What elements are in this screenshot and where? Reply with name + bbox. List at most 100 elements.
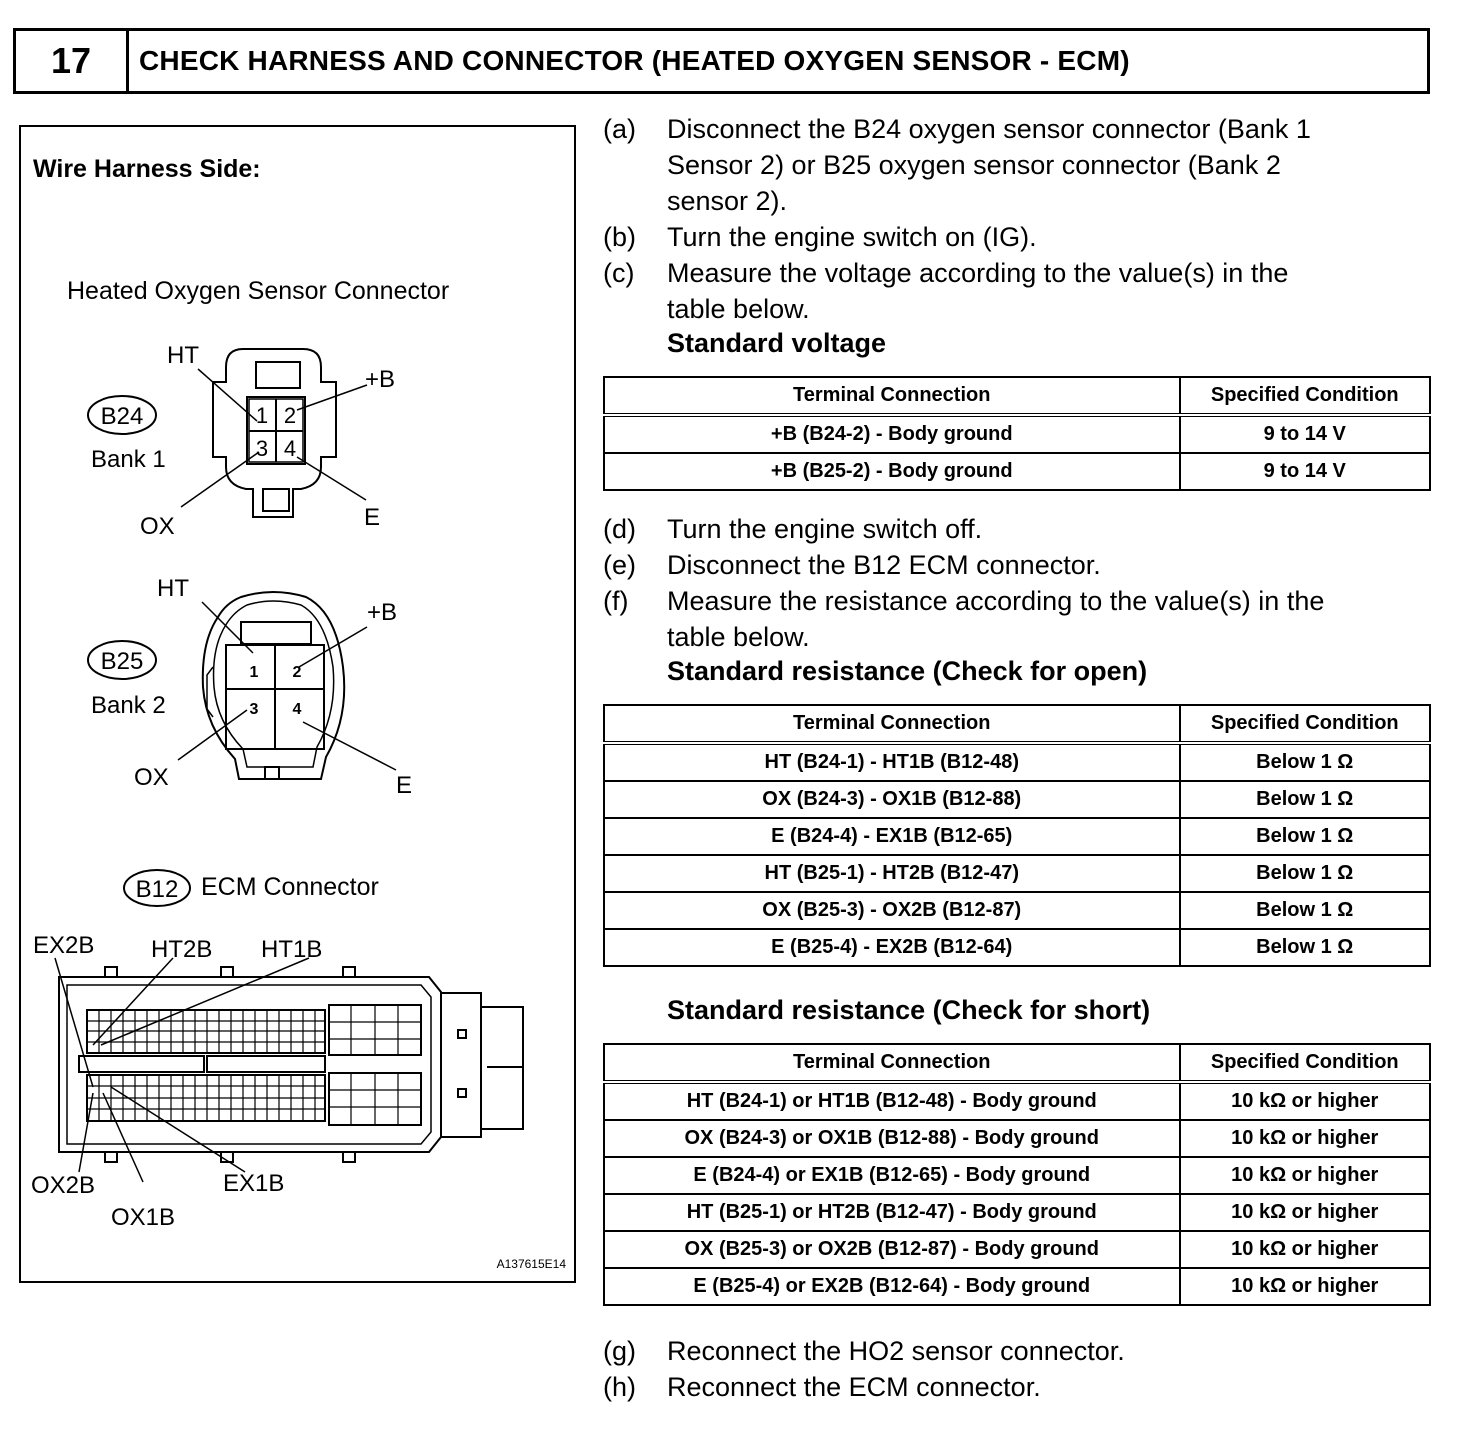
terminal-cell: OX (B24-3) or OX1B (B12-88) - Body groun… — [603, 1119, 1181, 1158]
condition-cell: 9 to 14 V — [1178, 452, 1431, 491]
table-row: HT (B25-1) or HT2B (B12-47) - Body groun… — [603, 1193, 1431, 1232]
table-row: E (B24-4) or EX1B (B12-65) - Body ground… — [603, 1156, 1431, 1195]
b24-e-leader — [296, 456, 367, 501]
wire-harness-heading: Wire Harness Side: — [33, 155, 261, 183]
terminal-cell: OX (B25-3) - OX2B (B12-87) — [603, 891, 1181, 930]
table-row: E (B25-4) - EX2B (B12-64)Below 1 Ω — [603, 928, 1431, 967]
table-row: +B (B24-2) - Body ground 9 to 14 V — [603, 414, 1431, 454]
step-title: CHECK HARNESS AND CONNECTOR (HEATED OXYG… — [139, 45, 1130, 76]
step-d-text: Turn the engine switch off. — [667, 514, 983, 544]
step-b-letter: (b) — [603, 222, 636, 252]
condition-cell: 10 kΩ or higher — [1178, 1119, 1431, 1158]
b25-pin-2: 2 — [293, 664, 302, 681]
ht2b-label: HT2B — [151, 936, 212, 963]
b25-pin-1: 1 — [250, 664, 259, 681]
b24-plusb-label: +B — [365, 366, 395, 393]
step-a-line-3: sensor 2). — [667, 186, 788, 216]
step-b-text: Turn the engine switch on (IG). — [667, 222, 1037, 252]
ox1b-leader — [102, 1092, 144, 1183]
b24-plusb-leader — [296, 384, 368, 411]
b25-ox-leader — [177, 709, 248, 761]
b25-ht-label: HT — [157, 575, 189, 602]
ox2b-leader — [78, 1092, 94, 1173]
sensor-connector-title: Heated Oxygen Sensor Connector — [67, 277, 449, 305]
b24-ht-leader — [197, 368, 258, 422]
b25-bank: Bank 2 — [91, 692, 166, 719]
step-g-letter: (g) — [603, 1336, 636, 1366]
connector-diagram: Wire Harness Side: Heated Oxygen Sensor … — [31, 155, 567, 1271]
b25-code: B25 — [101, 648, 144, 675]
terminal-cell: HT (B25-1) - HT2B (B12-47) — [603, 854, 1181, 893]
standard-voltage-table: Terminal Connection Specified Condition … — [603, 376, 1431, 491]
b25-plusb-leader — [298, 626, 368, 668]
step-c-letter: (c) — [603, 258, 635, 288]
condition-cell: 9 to 14 V — [1178, 414, 1431, 454]
b24-connector — [87, 348, 368, 518]
condition-cell: Below 1 Ω — [1178, 891, 1431, 930]
step-e-text: Disconnect the B12 ECM connector. — [667, 550, 1101, 580]
condition-cell: Below 1 Ω — [1178, 817, 1431, 856]
table-row: HT (B24-1) or HT1B (B12-48) - Body groun… — [603, 1081, 1431, 1121]
standard-resistance-short-title: Standard resistance (Check for short) — [667, 995, 1151, 1025]
terminal-cell: HT (B25-1) or HT2B (B12-47) - Body groun… — [603, 1193, 1181, 1232]
step-g-text: Reconnect the HO2 sensor connector. — [667, 1336, 1125, 1366]
step-c-line-2: table below. — [667, 294, 810, 324]
b25-e-label: E — [396, 772, 412, 799]
table-row: OX (B24-3) - OX1B (B12-88)Below 1 Ω — [603, 780, 1431, 819]
table-row: E (B25-4) or EX2B (B12-64) - Body ground… — [603, 1267, 1431, 1306]
step-f-letter: (f) — [603, 586, 629, 616]
short-header-terminal: Terminal Connection — [603, 1043, 1181, 1084]
ex1b-label: EX1B — [223, 1170, 284, 1197]
ecm-connector-title: ECM Connector — [201, 873, 379, 901]
b25-latch — [240, 621, 312, 645]
step-h-letter: (h) — [603, 1372, 636, 1402]
b24-ht-label: HT — [167, 342, 199, 369]
condition-cell: 10 kΩ or higher — [1178, 1156, 1431, 1195]
b12-code-ellipse — [123, 869, 191, 907]
b24-ox-label: OX — [140, 513, 175, 540]
b24-bank: Bank 1 — [91, 446, 166, 473]
step-a-line-2: Sensor 2) or B25 oxygen sensor connector… — [667, 150, 1281, 180]
b25-code-ellipse — [87, 640, 157, 680]
ex2b-label: EX2B — [33, 932, 94, 959]
open-header-terminal: Terminal Connection — [603, 704, 1181, 745]
table-row: +B (B25-2) - Body ground 9 to 14 V — [603, 452, 1431, 491]
b12-code: B12 — [136, 876, 179, 903]
b25-pin-4: 4 — [293, 701, 302, 718]
condition-cell: 10 kΩ or higher — [1178, 1230, 1431, 1269]
table-row: OX (B25-3) - OX2B (B12-87)Below 1 Ω — [603, 891, 1431, 930]
b24-pin-3: 3 — [256, 436, 268, 461]
figure-id: A137615E14 — [497, 1257, 567, 1271]
standard-resistance-short-table: Terminal Connection Specified Condition … — [603, 1043, 1431, 1306]
standard-resistance-open-table: Terminal Connection Specified Condition … — [603, 704, 1431, 967]
b25-housing — [201, 591, 346, 780]
short-header-condition: Specified Condition — [1178, 1043, 1431, 1084]
b12-leader-lines — [54, 957, 310, 1183]
standard-resistance-open-title: Standard resistance (Check for open) — [667, 656, 1148, 686]
step-header: 17 CHECK HARNESS AND CONNECTOR (HEATED O… — [13, 28, 1430, 94]
voltage-header-condition: Specified Condition — [1178, 376, 1431, 417]
condition-cell: Below 1 Ω — [1178, 928, 1431, 967]
wire-harness-illustration: Wire Harness Side: Heated Oxygen Sensor … — [19, 125, 576, 1283]
table-row: OX (B24-3) or OX1B (B12-88) - Body groun… — [603, 1119, 1431, 1158]
b25-pin-3: 3 — [250, 701, 259, 718]
b24-e-label: E — [364, 504, 380, 531]
b25-ht-leader — [201, 601, 254, 654]
ox1b-label: OX1B — [111, 1204, 175, 1231]
step-c-line-1: Measure the voltage according to the val… — [667, 258, 1289, 288]
step-d-letter: (d) — [603, 514, 636, 544]
b12-pin-grid — [87, 1005, 421, 1125]
step-number: 17 — [16, 31, 129, 91]
table-row: E (B24-4) - EX1B (B12-65)Below 1 Ω — [603, 817, 1431, 856]
terminal-cell: OX (B25-3) or OX2B (B12-87) - Body groun… — [603, 1230, 1181, 1269]
ht1b-leader — [100, 957, 310, 1046]
b24-pin-1: 1 — [256, 403, 268, 428]
table-row: HT (B25-1) - HT2B (B12-47)Below 1 Ω — [603, 854, 1431, 893]
terminal-cell: E (B25-4) or EX2B (B12-64) - Body ground — [603, 1267, 1181, 1306]
terminal-cell: E (B24-4) or EX1B (B12-65) - Body ground — [603, 1156, 1181, 1195]
ex2b-leader — [54, 957, 94, 1088]
step-a-line-1: Disconnect the B24 oxygen sensor connect… — [667, 114, 1311, 144]
condition-cell: 10 kΩ or higher — [1178, 1081, 1431, 1121]
standard-voltage-title: Standard voltage — [667, 328, 887, 358]
ht2b-leader — [92, 957, 174, 1046]
